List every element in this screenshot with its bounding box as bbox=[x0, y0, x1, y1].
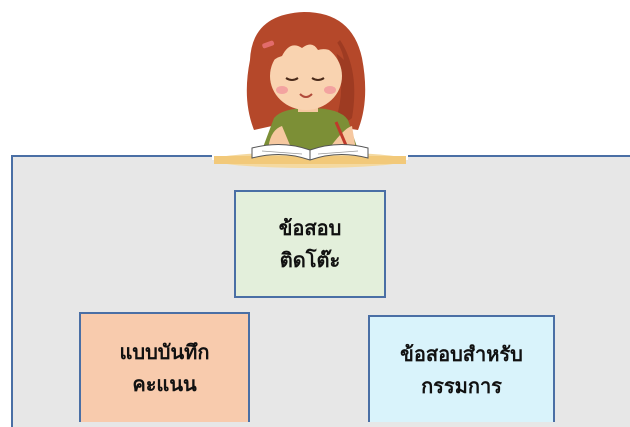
girl-reading-book-icon bbox=[214, 12, 406, 168]
score-form-box: แบบบันทึก คะแนน bbox=[79, 312, 250, 422]
desk-exam-line-1: ข้อสอบ bbox=[278, 216, 342, 240]
desk-exam-box: ข้อสอบ ติดโต๊ะ bbox=[234, 190, 386, 298]
score-form-line-2: คะแนน bbox=[132, 372, 197, 396]
score-form-line-1: แบบบันทึก bbox=[119, 340, 210, 364]
committee-exam-line-2: กรรมการ bbox=[421, 373, 502, 398]
committee-exam-line-1: ข้อสอบสำหรับ bbox=[400, 341, 523, 366]
desk-exam-line-2: ติดโต๊ะ bbox=[279, 248, 341, 272]
committee-exam-box: ข้อสอบสำหรับ กรรมการ bbox=[368, 315, 555, 422]
